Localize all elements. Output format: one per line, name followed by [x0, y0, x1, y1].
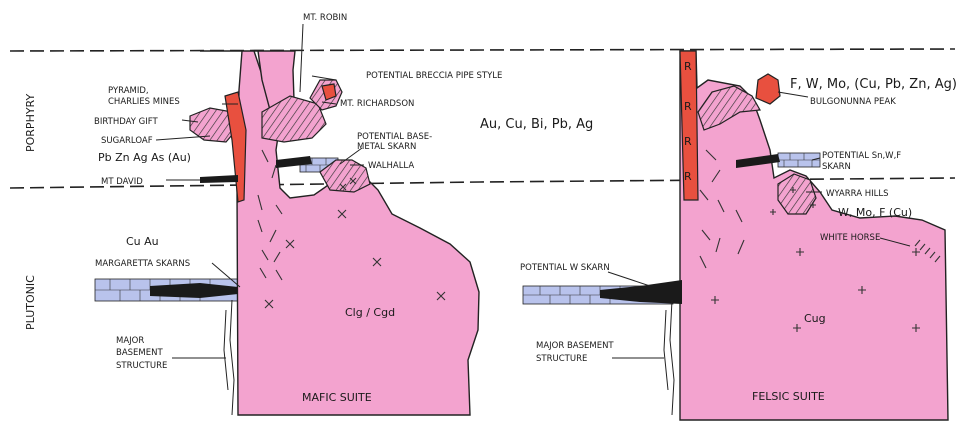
mt-david-skarn	[200, 175, 238, 183]
zone-label-plutonic: PLUTONIC	[24, 275, 37, 330]
label-mafic-suite: MAFIC SUITE	[302, 391, 372, 404]
label-wyarra-hills: WYARRA HILLS	[826, 189, 889, 199]
dyke-letter-2: R	[684, 100, 692, 113]
label-elements-plutonic-mafic: Cu Au	[126, 235, 159, 248]
label-elements-plutonic-felsic: W, Mo, F (Cu)	[838, 206, 912, 219]
wyarra-hills-hatched-zone	[778, 174, 816, 214]
label-major-basement-2: BASEMENT	[116, 348, 163, 358]
felsic-basement-structure	[664, 300, 674, 415]
label-sn-w-f-skarn-2: SKARN	[822, 162, 851, 172]
label-base-metal-skarn-2: METAL SKARN	[357, 142, 416, 152]
label-major-basement-3: STRUCTURE	[116, 361, 167, 371]
label-elements-porphyry-felsic: F, W, Mo, (Cu, Pb, Zn, Ag)	[790, 77, 957, 92]
zone-label-porphyry: PORPHYRY	[24, 94, 37, 152]
label-felsic-composition: Cug	[804, 312, 826, 325]
label-breccia-pipe: POTENTIAL BRECCIA PIPE STYLE	[366, 71, 502, 81]
label-bulgonunna-peak: BULGONUNNA PEAK	[810, 97, 896, 107]
dyke-letter-1: R	[684, 60, 692, 73]
label-major-basement-1: MAJOR	[116, 336, 144, 346]
label-sn-w-f-skarn-1: POTENTIAL Sn,W,F	[822, 151, 901, 161]
label-sugarloaf: SUGARLOAF	[101, 136, 153, 146]
label-felsic-basement-1: MAJOR BASEMENT	[536, 341, 614, 351]
label-mt-david: MT DAVID	[101, 177, 143, 187]
label-base-metal-skarn-1: POTENTIAL BASE-	[357, 132, 432, 142]
label-felsic-suite: FELSIC SUITE	[752, 390, 825, 403]
dyke-letter-3: R	[684, 135, 692, 148]
label-mt-robin: MT. ROBIN	[303, 13, 347, 23]
label-potential-w-skarn: POTENTIAL W SKARN	[520, 263, 610, 273]
label-white-horse: WHITE HORSE	[820, 233, 880, 243]
dyke-letter-4: R	[684, 170, 692, 183]
label-walhalla: WALHALLA	[368, 161, 414, 171]
label-birthday-gift: BIRTHDAY GIFT	[94, 117, 158, 127]
label-elements-porphyry-mafic: Au, Cu, Bi, Pb, Ag	[480, 117, 593, 132]
porphyry-top-boundary	[10, 49, 955, 51]
label-elements-sugarloaf: Pb Zn Ag As (Au)	[98, 151, 191, 164]
label-mafic-composition: Clg / Cgd	[345, 306, 395, 319]
label-mt-richardson: MT. RICHARDSON	[340, 99, 414, 109]
bulgonunna-peak-plug	[756, 74, 780, 104]
label-felsic-basement-2: STRUCTURE	[536, 354, 587, 364]
label-pyramid-2: CHARLIES MINES	[108, 97, 180, 107]
label-pyramid-1: PYRAMID,	[108, 86, 149, 96]
label-margaretta-skarns: MARGARETTA SKARNS	[95, 259, 190, 269]
